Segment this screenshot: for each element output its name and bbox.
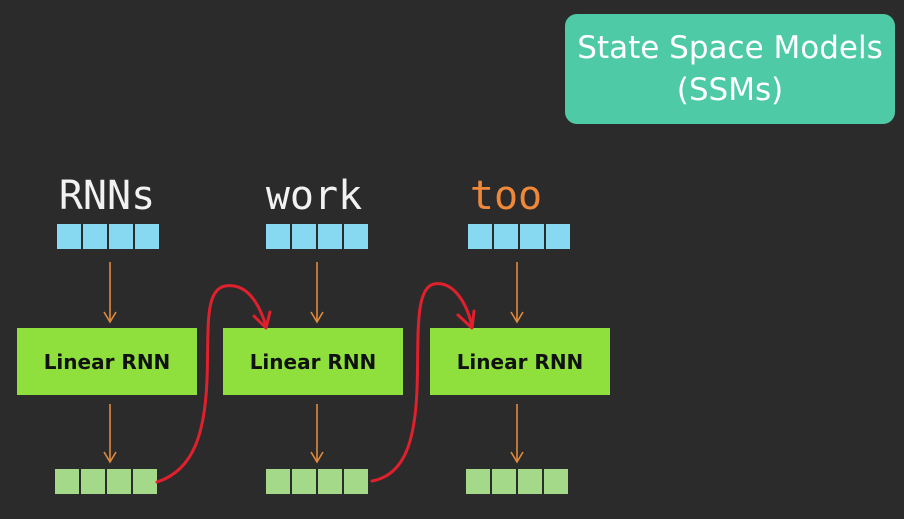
token-word-2: work [265, 173, 363, 219]
input-vector-2 [265, 223, 369, 250]
title-box: State Space Models (SSMs) [565, 14, 895, 124]
input-vector-1 [56, 223, 160, 250]
token-word-3: too [469, 173, 543, 219]
linear-rnn-block-3: Linear RNN [430, 328, 610, 395]
linear-rnn-label-2: Linear RNN [249, 349, 377, 374]
output-vector-2 [265, 468, 369, 495]
recurrence-arrow-2-head [456, 309, 476, 330]
linear-rnn-label-1: Linear RNN [43, 349, 171, 374]
output-vector-3 [465, 468, 569, 495]
title-line-2: (SSMs) [676, 72, 784, 108]
arrow-input-to-rnn-1-head [103, 311, 117, 324]
arrow-rnn-to-output-1-head [103, 451, 117, 464]
recurrence-arrow-1 [155, 284, 268, 484]
recurrence-arrow-1-head [252, 310, 272, 330]
output-vector-1 [54, 468, 158, 495]
arrow-rnn-to-output-2-head [310, 451, 324, 464]
linear-rnn-label-3: Linear RNN [456, 349, 584, 374]
linear-rnn-block-2: Linear RNN [223, 328, 403, 395]
linear-rnn-block-1: Linear RNN [17, 328, 197, 395]
input-vector-3 [467, 223, 571, 250]
arrow-rnn-to-output-3-head [510, 451, 524, 464]
arrow-input-to-rnn-2-head [310, 311, 324, 324]
recurrence-arrow-2 [370, 282, 474, 483]
arrow-input-to-rnn-3-head [510, 311, 524, 324]
title-line-1: State Space Models [577, 30, 883, 66]
token-word-1: RNNs [58, 173, 156, 219]
